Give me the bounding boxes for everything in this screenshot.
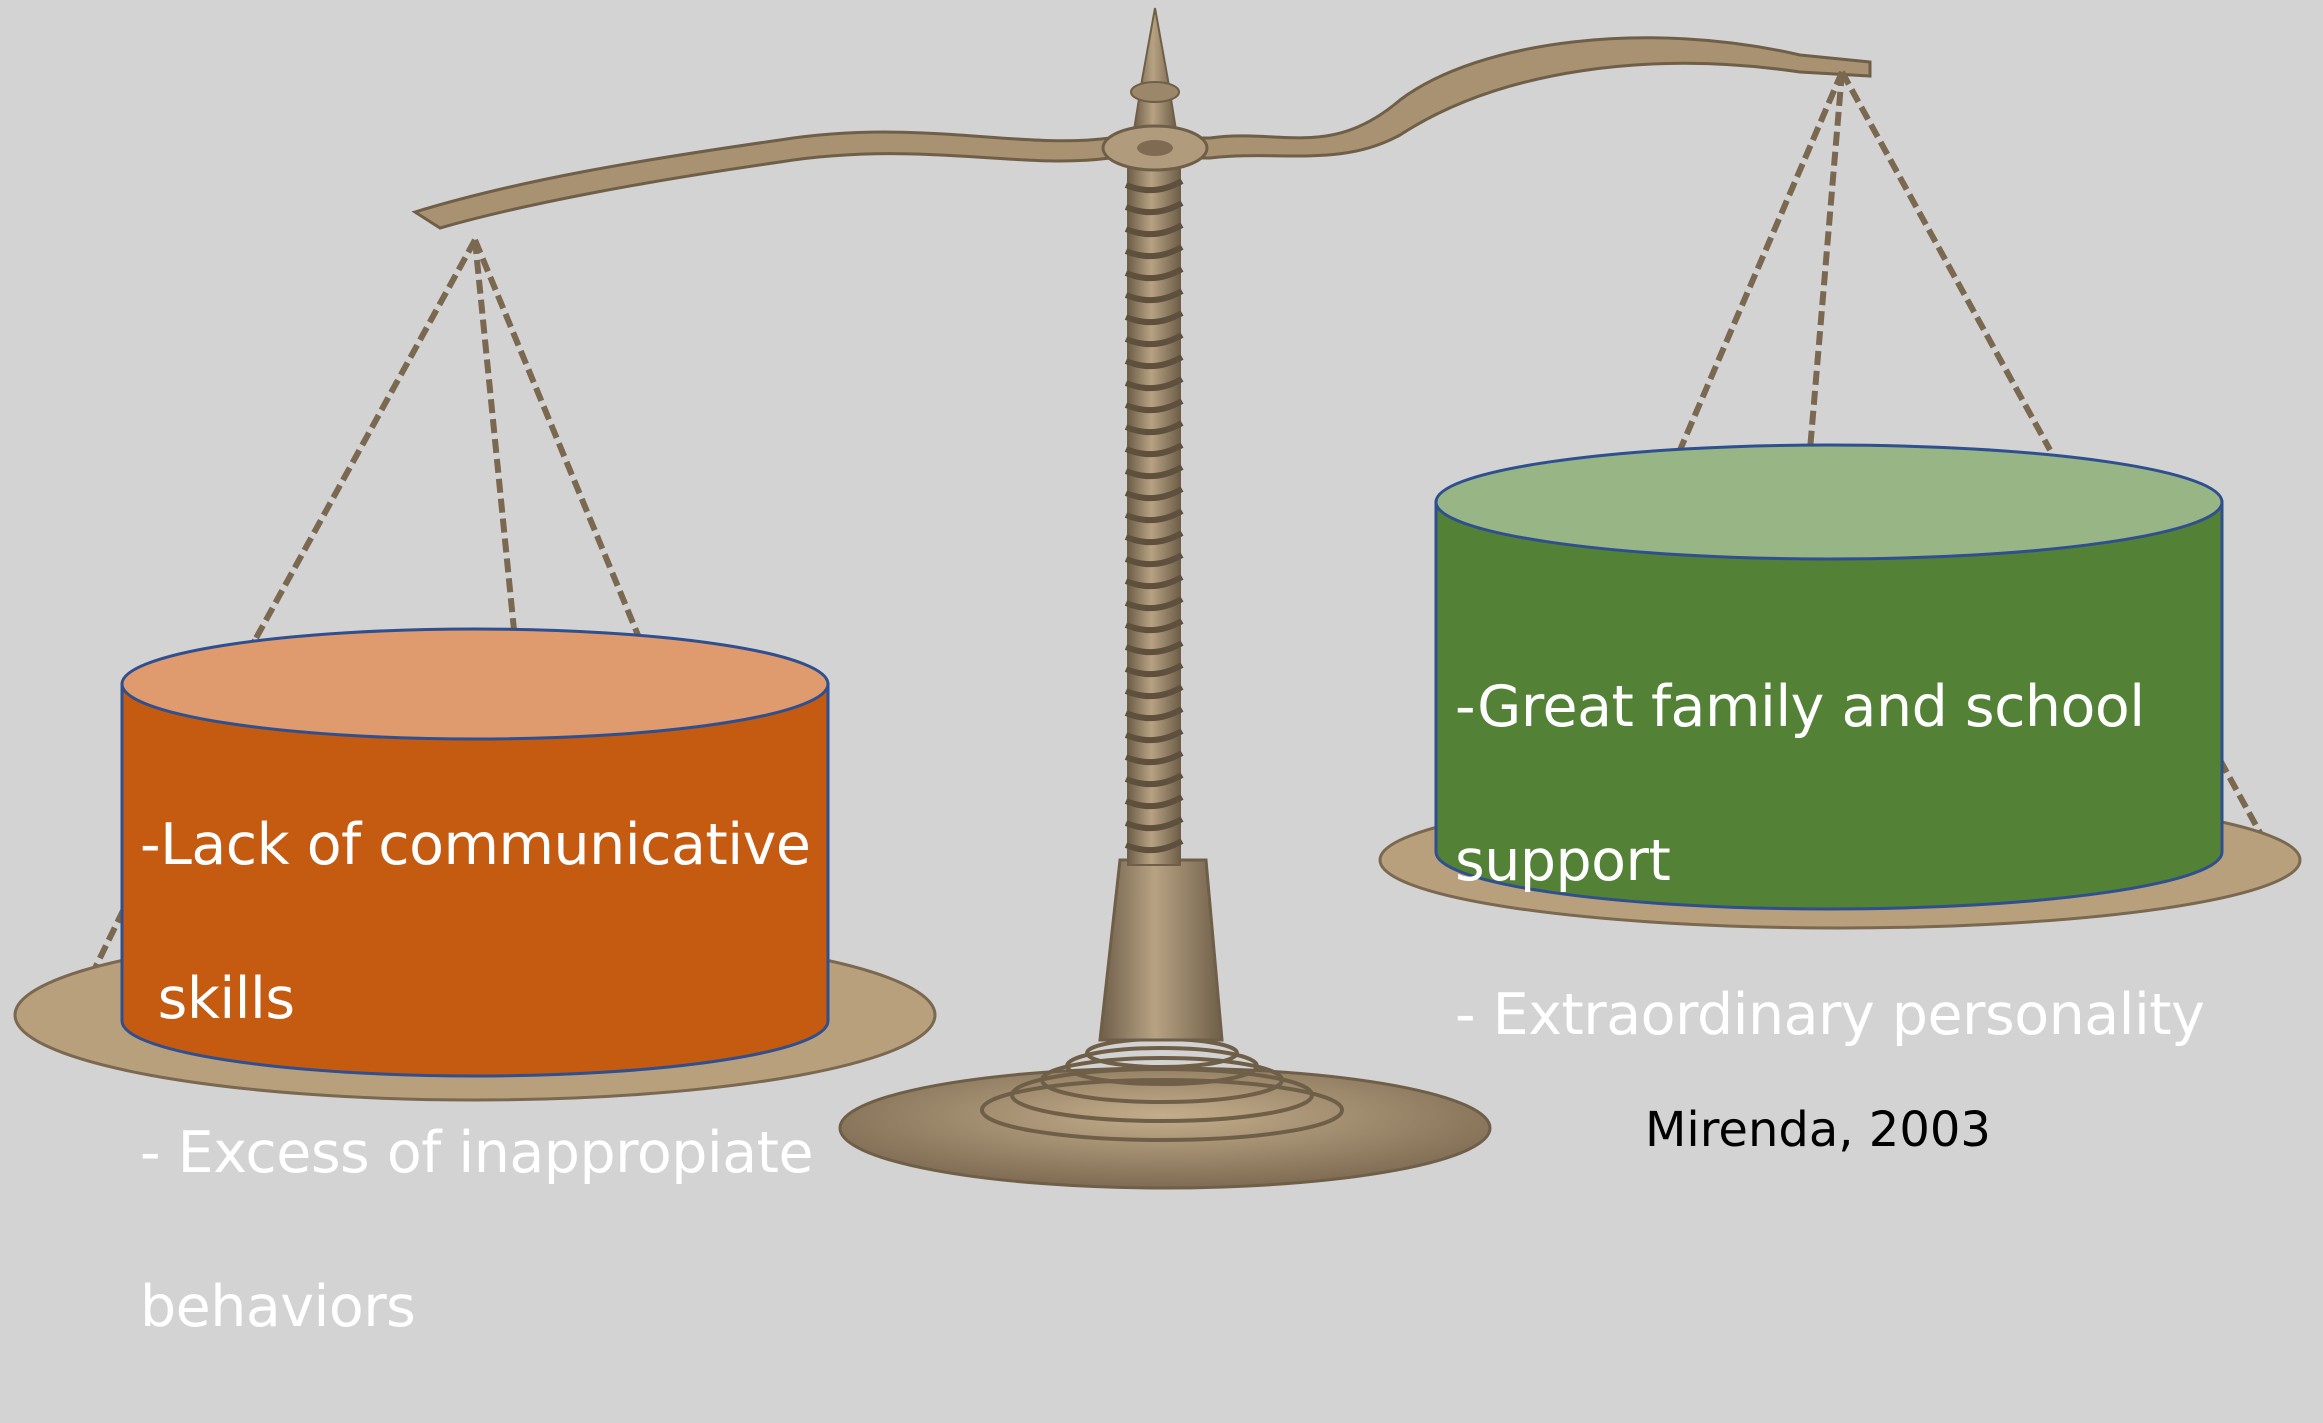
thread-ring bbox=[1124, 838, 1184, 854]
thread-ring bbox=[1124, 640, 1184, 656]
right-pan-label: -Great family and school support - Extra… bbox=[1455, 592, 2215, 1131]
slide: -Lack of communicative skills - Excess o… bbox=[13, 7, 2302, 1340]
scale-beam bbox=[411, 36, 1872, 230]
balance-scale-icon bbox=[13, 7, 2302, 1190]
right-pan-line: -Great family and school bbox=[1455, 674, 2145, 740]
thread-ring bbox=[1124, 442, 1184, 458]
base-rings bbox=[980, 1037, 1344, 1142]
thread-ring bbox=[1124, 464, 1184, 480]
thread-ring bbox=[1124, 772, 1184, 788]
thread-ring bbox=[1124, 530, 1184, 546]
right-cylinder bbox=[1434, 443, 2224, 911]
citation: Mirenda, 2003 bbox=[1645, 1102, 1991, 1158]
thread-ring bbox=[1124, 486, 1184, 502]
thread-ring bbox=[1124, 420, 1184, 436]
thread-ring bbox=[1124, 310, 1184, 326]
thread-ring bbox=[1124, 376, 1184, 392]
right-pan-line: support bbox=[1455, 828, 1671, 894]
thread-ring bbox=[1124, 332, 1184, 348]
thread-ring bbox=[1124, 288, 1184, 304]
left-cylinder bbox=[120, 627, 830, 1078]
left-pan-label: -Lack of communicative skills - Excess o… bbox=[140, 730, 820, 1423]
thread-ring bbox=[1124, 596, 1184, 612]
thread-ring bbox=[1124, 354, 1184, 370]
thread-ring bbox=[1124, 508, 1184, 524]
thread-ring bbox=[1124, 200, 1184, 216]
left-pan-line: - Excess of inappropiate bbox=[140, 1120, 814, 1186]
thread-ring bbox=[1124, 794, 1184, 810]
thread-ring bbox=[1124, 662, 1184, 678]
thread-ring bbox=[1124, 552, 1184, 568]
thread-ring bbox=[1124, 244, 1184, 260]
thread-ring bbox=[1124, 684, 1184, 700]
left-pan-line: behaviors bbox=[140, 1274, 416, 1340]
thread-ring bbox=[1124, 574, 1184, 590]
thread-ring bbox=[1124, 398, 1184, 414]
thread-ring bbox=[1124, 266, 1184, 282]
right-chains bbox=[1677, 70, 2278, 862]
right-pan-line: - Extraordinary personality bbox=[1455, 982, 2205, 1048]
thread-ring bbox=[1124, 750, 1184, 766]
scale-pillar-cone bbox=[1098, 858, 1224, 1042]
thread-ring bbox=[1124, 222, 1184, 238]
scale-spire bbox=[1132, 7, 1178, 131]
scale-base bbox=[838, 1066, 1492, 1190]
left-pan-line: skills bbox=[140, 966, 295, 1032]
thread-ring bbox=[1124, 618, 1184, 634]
left-pan-line: -Lack of communicative bbox=[140, 812, 811, 878]
column-threads bbox=[1124, 178, 1184, 854]
thread-ring bbox=[1124, 706, 1184, 722]
thread-ring bbox=[1124, 728, 1184, 744]
thread-ring bbox=[1124, 816, 1184, 832]
thread-ring bbox=[1124, 178, 1184, 194]
